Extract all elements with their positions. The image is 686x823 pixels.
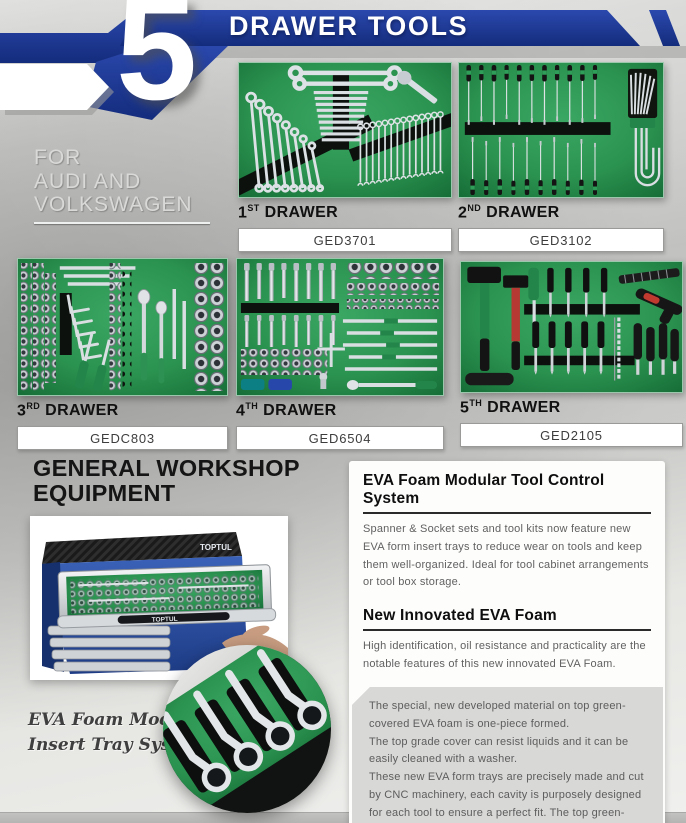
drawer-code: GED3701 bbox=[313, 232, 377, 248]
tray-3-sockets-art bbox=[18, 259, 227, 395]
tray-5-hammers-chisels-art bbox=[461, 262, 682, 392]
eva-callout-p1: The special, new developed material on t… bbox=[369, 699, 626, 730]
drawer-code: GED3102 bbox=[529, 232, 593, 248]
eva-section2-title: New Innovated EVA Foam bbox=[363, 607, 651, 632]
drawer-ordinal-suffix: TH bbox=[469, 398, 483, 408]
eva-foam-inset-photo bbox=[163, 645, 331, 813]
eva-callout-p2: The top grade cover can resist liquids a… bbox=[369, 735, 629, 766]
vehicle-note-line2: AUDI AND bbox=[34, 169, 142, 193]
banner-stripe bbox=[649, 10, 680, 46]
drawer-code-box: GED6504 bbox=[236, 426, 444, 451]
drawer-ordinal-suffix: ND bbox=[467, 203, 482, 213]
tray-1-wrenches-art bbox=[239, 63, 451, 197]
cabinet-art: TOPTUL TOPTUL bbox=[30, 516, 288, 680]
drawer-ordinal-suffix: RD bbox=[26, 401, 41, 411]
drawer-code-box: GEDC803 bbox=[17, 426, 228, 451]
eva-callout-p3: These new EVA form trays are precisely m… bbox=[369, 771, 644, 819]
cabinet-photo: TOPTUL TOPTUL bbox=[30, 516, 288, 680]
eva-panel: EVA Foam Modular Tool Control System Spa… bbox=[349, 461, 665, 823]
page-bottom-strip bbox=[0, 812, 686, 823]
drawer-cell-3: 3RD DRAWER GEDC803 bbox=[17, 258, 228, 451]
drawer-label: 3RD DRAWER bbox=[17, 401, 228, 420]
drawer-code: GED2105 bbox=[540, 427, 603, 443]
tray-image-5 bbox=[460, 261, 683, 393]
drawer-word: DRAWER bbox=[45, 402, 119, 420]
drawer-ordinal-suffix: ST bbox=[247, 203, 260, 213]
drawer-label: 4TH DRAWER bbox=[236, 401, 444, 420]
drawer-word: DRAWER bbox=[263, 402, 337, 420]
tray-image-2 bbox=[458, 62, 664, 198]
drawer-code: GEDC803 bbox=[90, 430, 155, 446]
eva-foam-inset-art bbox=[163, 645, 331, 813]
eva-section1-body: Spanner & Socket sets and tool kits now … bbox=[363, 523, 649, 589]
banner-main bbox=[120, 10, 640, 46]
drawer-code-box: GED2105 bbox=[460, 423, 683, 448]
toptul-drawer-logo-text: TOPTUL bbox=[152, 616, 178, 624]
eva-section1-title: EVA Foam Modular Tool Control System bbox=[363, 472, 651, 514]
vehicle-note-underline bbox=[34, 221, 210, 224]
drawer-ordinal-suffix: TH bbox=[245, 401, 259, 411]
drawer-code-box: GED3102 bbox=[458, 228, 664, 253]
banner-left-band bbox=[0, 10, 152, 63]
drawer-ordinal: 4 bbox=[236, 402, 246, 420]
arrow-shape bbox=[0, 64, 109, 110]
photo-caption-line2: Insert Tray System bbox=[28, 734, 207, 755]
drawer-code: GED6504 bbox=[308, 430, 372, 446]
drawer-ordinal: 1 bbox=[238, 204, 248, 222]
tray-image-3 bbox=[17, 258, 228, 396]
eva-callout-box: The special, new developed material on t… bbox=[352, 687, 663, 823]
workshop-title-line2: EQUIPMENT bbox=[33, 479, 176, 506]
drawer-ordinal: 5 bbox=[460, 399, 470, 417]
workshop-title: GENERAL WORKSHOP EQUIPMENT bbox=[33, 456, 300, 506]
drawer-ordinal: 3 bbox=[17, 402, 27, 420]
vehicle-note-line3: VOLKSWAGEN bbox=[34, 193, 193, 216]
drawer-label: 5TH DRAWER bbox=[460, 398, 683, 417]
drawer-word: DRAWER bbox=[264, 204, 339, 222]
header-banner-art bbox=[0, 10, 686, 120]
drawer-cell-2: 2ND DRAWER GED3102 bbox=[458, 62, 664, 253]
tray-image-4 bbox=[236, 258, 444, 396]
drawer-ordinal: 2 bbox=[458, 204, 468, 222]
drawer-label: 2ND DRAWER bbox=[458, 203, 664, 222]
banner-title: DRAWER TOOLS bbox=[229, 11, 469, 41]
drawer-code-box: GED3701 bbox=[238, 228, 452, 253]
drawer-word: DRAWER bbox=[487, 399, 561, 417]
banner-shadow bbox=[196, 46, 686, 58]
banner-swoosh bbox=[84, 44, 230, 120]
tray-image-1 bbox=[238, 62, 452, 198]
drawer-cell-1: 1ST DRAWER GED3701 bbox=[238, 62, 452, 253]
workshop-title-line1: GENERAL WORKSHOP bbox=[33, 455, 300, 481]
drawer-cell-4: 4TH DRAWER GED6504 bbox=[236, 258, 444, 451]
eva-section2-body: High identification, oil resistance and … bbox=[363, 640, 646, 671]
vehicle-note: FOR AUDI AND VOLKSWAGEN bbox=[34, 146, 210, 224]
tray-4-deep-sockets-art bbox=[237, 259, 443, 395]
page-number: 5 bbox=[116, 0, 197, 130]
tray-2-screwdrivers-art bbox=[459, 63, 663, 197]
drawer-cell-5: 5TH DRAWER GED2105 bbox=[460, 261, 683, 448]
drawer-label: 1ST DRAWER bbox=[238, 203, 452, 222]
vehicle-note-line1: FOR bbox=[34, 146, 82, 169]
drawer-word: DRAWER bbox=[486, 204, 560, 222]
toptul-logo-text: TOPTUL bbox=[200, 543, 232, 552]
